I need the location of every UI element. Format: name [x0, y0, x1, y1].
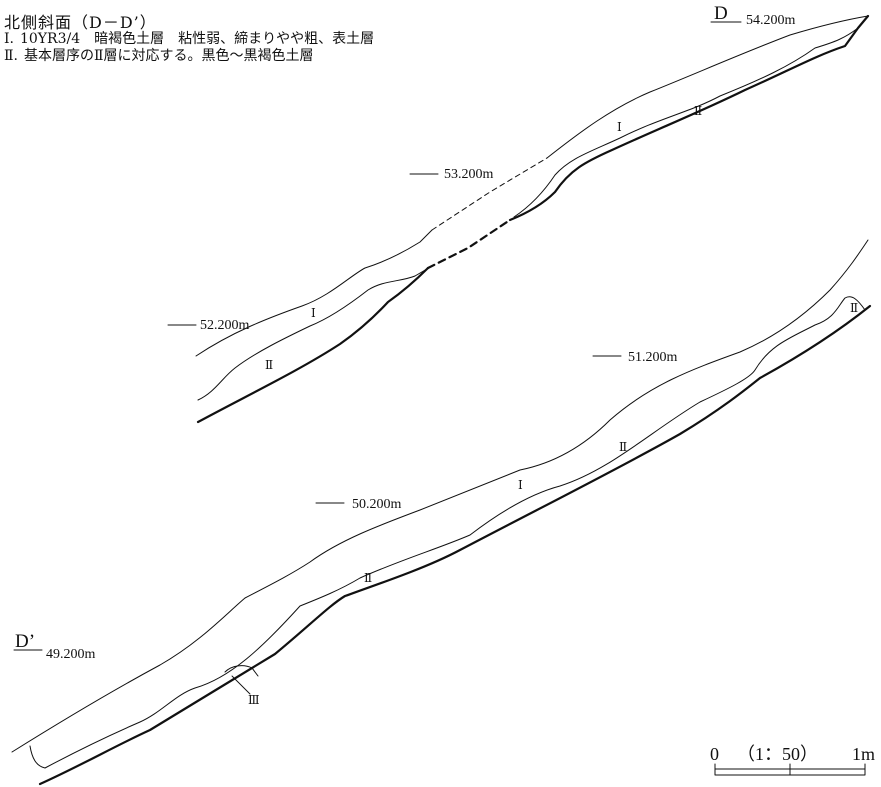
upper-layer-boundary-line — [197, 27, 859, 401]
elevation-49200: 49.200m — [46, 647, 96, 662]
layer-label-iii: Ⅲ — [248, 693, 260, 707]
legend-numeral-2: Ⅱ. — [4, 48, 18, 64]
layer-label-ii-upper-left: Ⅱ — [265, 358, 273, 372]
elevation-52200: 52.200m — [200, 318, 250, 333]
upper-ground-surface-line — [195, 15, 869, 357]
layer-label-ii-lower-mid: Ⅱ — [619, 440, 627, 454]
lower-ground-surface-line — [11, 239, 869, 753]
upper-base-line-right — [508, 14, 870, 222]
section-mark-d: D — [714, 3, 728, 24]
section-mark-dprime: D’ — [15, 631, 35, 652]
legend-text-2: 基本層序のⅡ層に対応する。黒色～黒褐色土層 — [23, 48, 314, 64]
scale-bar-ratio: （1：50） — [737, 744, 818, 764]
layer-label-ii-lower-right: Ⅱ — [850, 301, 858, 315]
scale-bar-zero: 0 — [710, 744, 719, 764]
figure-title: 北側斜面（D－D’） — [4, 13, 157, 32]
figure-legend: 北側斜面（D－D’） Ⅰ. 10YR3/4 暗褐色土層 粘性弱、締まりやや粗、表土… — [4, 14, 380, 65]
layer-label-ii-upper: Ⅱ — [694, 104, 702, 118]
elevation-54200: 54.200m — [746, 13, 796, 28]
lower-layer-boundary-line — [29, 296, 866, 769]
scale-bar-length: 1m — [852, 744, 875, 764]
elevation-53200: 53.200m — [444, 167, 494, 182]
upper-surface-dashed-segment — [431, 157, 548, 231]
layer-iii-leader-line — [231, 675, 251, 695]
upper-base-line — [196, 266, 430, 424]
legend-numeral-1: Ⅰ. — [4, 31, 14, 47]
layer-label-i-lower: Ⅰ — [518, 478, 523, 492]
layer-label-i-upper: Ⅰ — [617, 120, 622, 134]
elevation-50200: 50.200m — [352, 497, 402, 512]
layer-label-i-upper-left: Ⅰ — [311, 306, 316, 320]
elevation-51200: 51.200m — [628, 350, 678, 365]
layer-iii-lens-outline — [224, 665, 259, 677]
layer-label-ii-lower-left: Ⅱ — [364, 571, 372, 585]
lower-base-line — [38, 304, 872, 786]
upper-base-dashed-segment — [426, 218, 512, 270]
legend-row-layer-2: Ⅱ. 基本層序のⅡ層に対応する。黒色～黒褐色土層 — [4, 48, 380, 65]
legend-text-1: 10YR3/4 暗褐色土層 粘性弱、締まりやや粗、表土層 — [19, 31, 375, 47]
legend-row-layer-1: Ⅰ. 10YR3/4 暗褐色土層 粘性弱、締まりやや粗、表土層 — [4, 31, 380, 48]
